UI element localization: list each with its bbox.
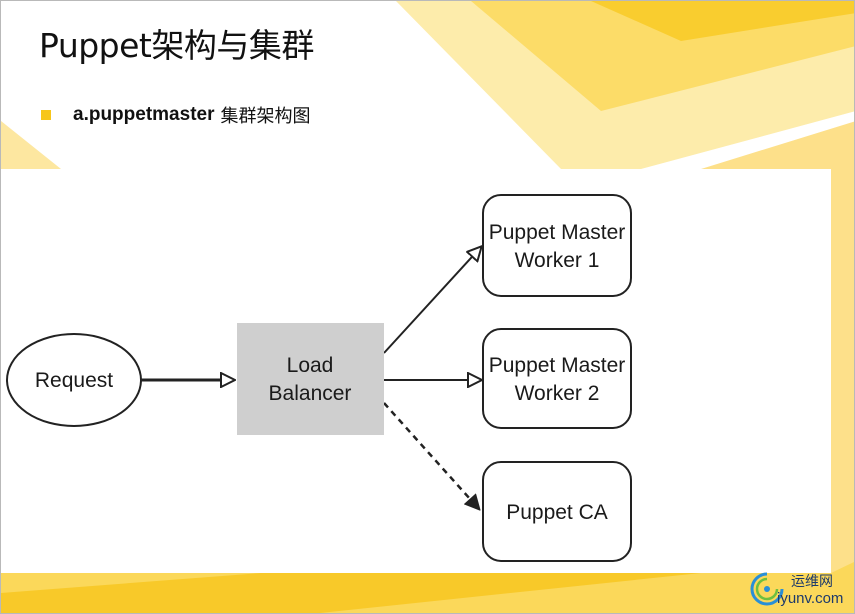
worker2-node	[482, 328, 632, 429]
worker1-label-line2: Worker 1	[515, 249, 600, 272]
bg-band-bottom-strong	[1, 573, 701, 613]
bg-wedge-right	[701, 121, 854, 613]
load-balancer-label-line1: Load	[287, 354, 334, 377]
watermark: 运维网 iyunv.com	[747, 567, 851, 611]
load-balancer-label-line2: Balancer	[269, 382, 352, 405]
worker2-label-line2: Worker 2	[515, 382, 600, 405]
bullet-bold-text: a.puppetmaster	[73, 104, 215, 125]
watermark-site-name: 运维网	[791, 574, 833, 590]
edge-balancer-to-worker1	[383, 247, 481, 354]
architecture-diagram: Request Load Balancer Puppet Master Work…	[6, 194, 632, 562]
puppet-ca-node	[482, 461, 632, 562]
swirl-logo-icon	[750, 572, 784, 606]
load-balancer-node	[237, 323, 384, 435]
edge-balancer-to-puppet-ca	[383, 402, 479, 509]
watermark-url: iyunv.com	[777, 590, 844, 607]
worker2-label-line1: Puppet Master	[489, 354, 626, 377]
slide-title: Puppet架构与集群	[39, 26, 314, 65]
worker1-label-line1: Puppet Master	[489, 221, 626, 244]
request-node	[6, 333, 142, 427]
puppet-ca-label: Puppet CA	[506, 501, 608, 524]
bullet-rest-text: 集群架构图	[220, 106, 311, 127]
bullet-item: a.puppetmaster 集群架构图	[41, 103, 310, 127]
worker1-node	[482, 194, 632, 297]
bg-wedge-top-strong	[591, 1, 854, 41]
bg-wedge-left	[1, 121, 61, 169]
diagram-panel: Request Load Balancer Puppet Master Work…	[1, 169, 831, 573]
request-label: Request	[35, 369, 113, 392]
bullet-square-icon	[41, 110, 51, 120]
